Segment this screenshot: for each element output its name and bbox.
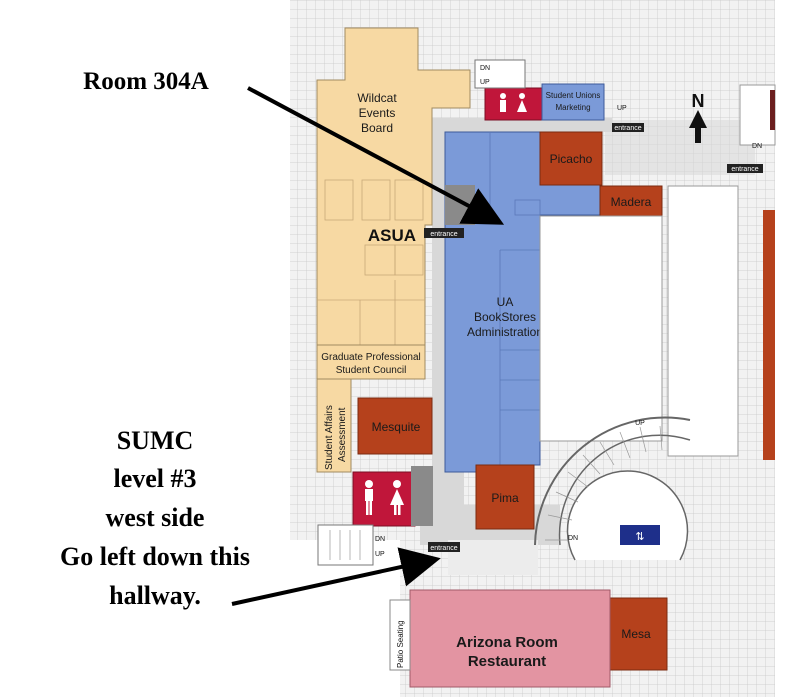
restroom-top-icon-women xyxy=(517,93,527,112)
patio-seating: Patio Seating xyxy=(389,599,411,671)
restroom-icon-women xyxy=(390,480,404,515)
location-instructions: SUMC level #3 west side Go left down thi… xyxy=(60,426,250,610)
bookstores-label-2: BookStores xyxy=(474,310,536,324)
up-label-top-right: UP xyxy=(617,105,627,112)
restroom-top xyxy=(484,87,543,121)
marketing-label-1: Student Unions xyxy=(546,91,601,100)
restroom-icon-men xyxy=(365,480,373,515)
stairs-top: DN UP UP xyxy=(474,59,627,112)
entrance-west: entrance xyxy=(424,228,464,238)
right-side-rooms: DN xyxy=(739,84,776,460)
pima-label: Pima xyxy=(491,491,519,505)
graduate-label-2: Student Council xyxy=(336,365,407,376)
wildcat-label-3: Board xyxy=(361,121,393,135)
wildcat-label-1: Wildcat xyxy=(357,91,397,105)
student-affairs-label-2: Assessment xyxy=(337,407,348,462)
dn-label-top: DN xyxy=(480,65,490,72)
north-arrow-icon: N xyxy=(689,91,707,143)
entrance-label-west: entrance xyxy=(430,231,457,238)
entrance-label-bottom: entrance xyxy=(430,545,457,552)
marketing-label-2: Marketing xyxy=(555,103,590,112)
stairs-lower-left: DN UP xyxy=(317,524,385,566)
mesquite-label: Mesquite xyxy=(372,420,421,434)
mesquite-room: Mesquite xyxy=(357,397,433,455)
entrance-right: entrance xyxy=(727,164,763,173)
wildcat-events-board: Wildcat Events Board ASUA xyxy=(316,27,471,346)
student-affairs-room: Student Affairs Assessment xyxy=(316,378,352,473)
graduate-label-1: Graduate Professional xyxy=(321,352,421,363)
svg-text:⇅: ⇅ xyxy=(635,530,644,543)
entrance-bottom: entrance xyxy=(428,542,460,552)
location-line-2: level #3 xyxy=(113,464,196,493)
location-line-1: SUMC xyxy=(117,426,194,455)
room-304a-label: Room 304A xyxy=(83,68,209,95)
pima-room: Pima xyxy=(475,464,535,530)
location-line-3: west side xyxy=(106,503,205,532)
student-affairs-label-1: Student Affairs xyxy=(324,405,335,470)
up-label-top: UP xyxy=(480,79,490,86)
north-label: N xyxy=(692,91,705,111)
entrance-top: entrance xyxy=(612,123,644,132)
arizona-label-1: Arizona Room xyxy=(456,634,558,651)
courtyard xyxy=(539,185,739,457)
dn-label-left: DN xyxy=(375,536,385,543)
picacho-label: Picacho xyxy=(550,152,593,166)
annotation-arrow-hallway xyxy=(231,547,441,606)
mesa-room: Mesa xyxy=(604,597,668,671)
arizona-label-2: Restaurant xyxy=(468,653,546,670)
restroom-bottom xyxy=(352,466,433,527)
dn-label-right: DN xyxy=(752,143,762,150)
picacho-room: Picacho xyxy=(539,131,603,186)
dn-label-rotunda: DN xyxy=(568,535,578,542)
bookstores-label-3: Administration xyxy=(467,325,543,339)
madera-label: Madera xyxy=(611,195,652,209)
rotunda: ⇅ UP DN xyxy=(534,416,691,561)
patio-label: Patio Seating xyxy=(396,620,405,668)
entrance-label-top: entrance xyxy=(614,125,641,132)
asua-label: ASUA xyxy=(368,226,416,245)
bookstores-label-1: UA xyxy=(497,295,514,309)
elevator-icon xyxy=(620,525,660,545)
entrance-label-right: entrance xyxy=(731,166,758,173)
madera-room: Madera xyxy=(599,185,663,217)
up-label-rotunda: UP xyxy=(635,420,645,427)
annotation-arrow-room xyxy=(247,86,505,225)
location-line-4: Go left down this xyxy=(60,542,250,571)
arizona-room-restaurant: Arizona Room Restaurant xyxy=(409,589,611,688)
up-label-left: UP xyxy=(375,551,385,558)
location-line-5: hallway. xyxy=(109,581,201,610)
graduate-council-room: Graduate Professional Student Council xyxy=(316,344,426,380)
mesa-label: Mesa xyxy=(621,627,651,641)
restroom-top-icon-men xyxy=(500,93,506,112)
marketing-room: Student Unions Marketing xyxy=(541,83,605,121)
wildcat-label-2: Events xyxy=(359,106,396,120)
